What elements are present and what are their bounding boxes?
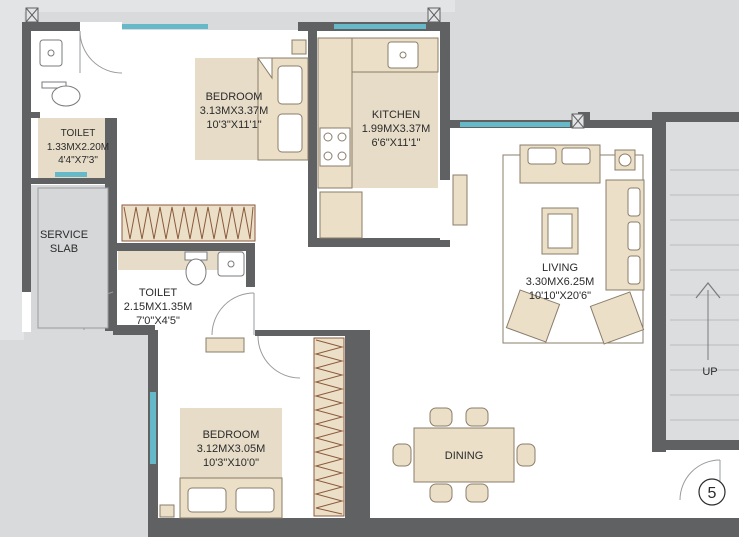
windows [55, 24, 570, 464]
svg-text:6'6"X11'1": 6'6"X11'1" [371, 137, 420, 149]
staircase [666, 120, 739, 443]
svg-text:7'0"X4'5": 7'0"X4'5" [136, 315, 180, 327]
terrace-top [0, 0, 455, 12]
kitchen-label: KITCHEN 1.99MX3.37M 6'6"X11'1" [362, 109, 430, 149]
duct-marks [25, 7, 585, 129]
kitchen-counters [317, 37, 439, 239]
svg-text:10'10"X20'6": 10'10"X20'6" [529, 290, 591, 302]
svg-text:2.15MX1.35M: 2.15MX1.35M [124, 301, 192, 313]
toilet-2-label: TOILET 2.15MX1.35M 7'0"X4'5" [124, 287, 192, 327]
toilet-1-label: TOILET 1.33MX2.20M 4'4"X7'3" [47, 128, 109, 166]
lift-circle [698, 478, 726, 506]
svg-text:BEDROOM: BEDROOM [203, 429, 260, 441]
living-label: LIVING 3.30MX6.25M 10'10"X20'6" [526, 262, 594, 302]
bedroom-2-bed [159, 337, 283, 519]
stair-up-label: UP [702, 366, 717, 378]
svg-text:SLAB: SLAB [50, 243, 78, 255]
bedroom-1-label: BEDROOM 3.13MX3.37M 10'3"X11'1" [200, 91, 268, 131]
door-openings [22, 22, 450, 337]
service-slab-panel [37, 187, 109, 329]
svg-text:3.30MX6.25M: 3.30MX6.25M [526, 276, 594, 288]
svg-text:KITCHEN: KITCHEN [372, 109, 420, 121]
bedroom-2-label: BEDROOM 3.12MX3.05M 10'3"X10'0" [197, 429, 265, 469]
svg-text:BEDROOM: BEDROOM [206, 91, 263, 103]
svg-text:3.12MX3.05M: 3.12MX3.05M [197, 443, 265, 455]
service-slab-label: SERVICE SLAB [40, 229, 88, 255]
dining-set [392, 407, 536, 503]
svg-text:SERVICE: SERVICE [40, 229, 88, 241]
wardrobe-2 [313, 337, 345, 517]
svg-text:TOILET: TOILET [61, 128, 96, 139]
svg-text:10'3"X10'0": 10'3"X10'0" [203, 457, 259, 469]
svg-text:10'3"X11'1": 10'3"X11'1" [206, 119, 261, 131]
dining-label: DINING [445, 450, 484, 462]
svg-text:LIVING: LIVING [542, 262, 578, 274]
toilet-2-fixtures [184, 251, 245, 286]
toilet-1-fixtures [39, 39, 81, 107]
living-furniture [452, 144, 645, 345]
svg-text:3.13MX3.37M: 3.13MX3.37M [200, 105, 268, 117]
svg-text:TOILET: TOILET [139, 287, 178, 299]
wardrobe-1 [121, 204, 256, 242]
terrace-strip [0, 0, 24, 340]
bedroom-1-bed [257, 39, 309, 161]
lift-number: 5 [708, 485, 717, 502]
svg-text:1.33MX2.20M: 1.33MX2.20M [47, 142, 109, 153]
svg-text:4'4"X7'3": 4'4"X7'3" [58, 155, 98, 166]
svg-text:1.99MX3.37M: 1.99MX3.37M [362, 123, 430, 135]
